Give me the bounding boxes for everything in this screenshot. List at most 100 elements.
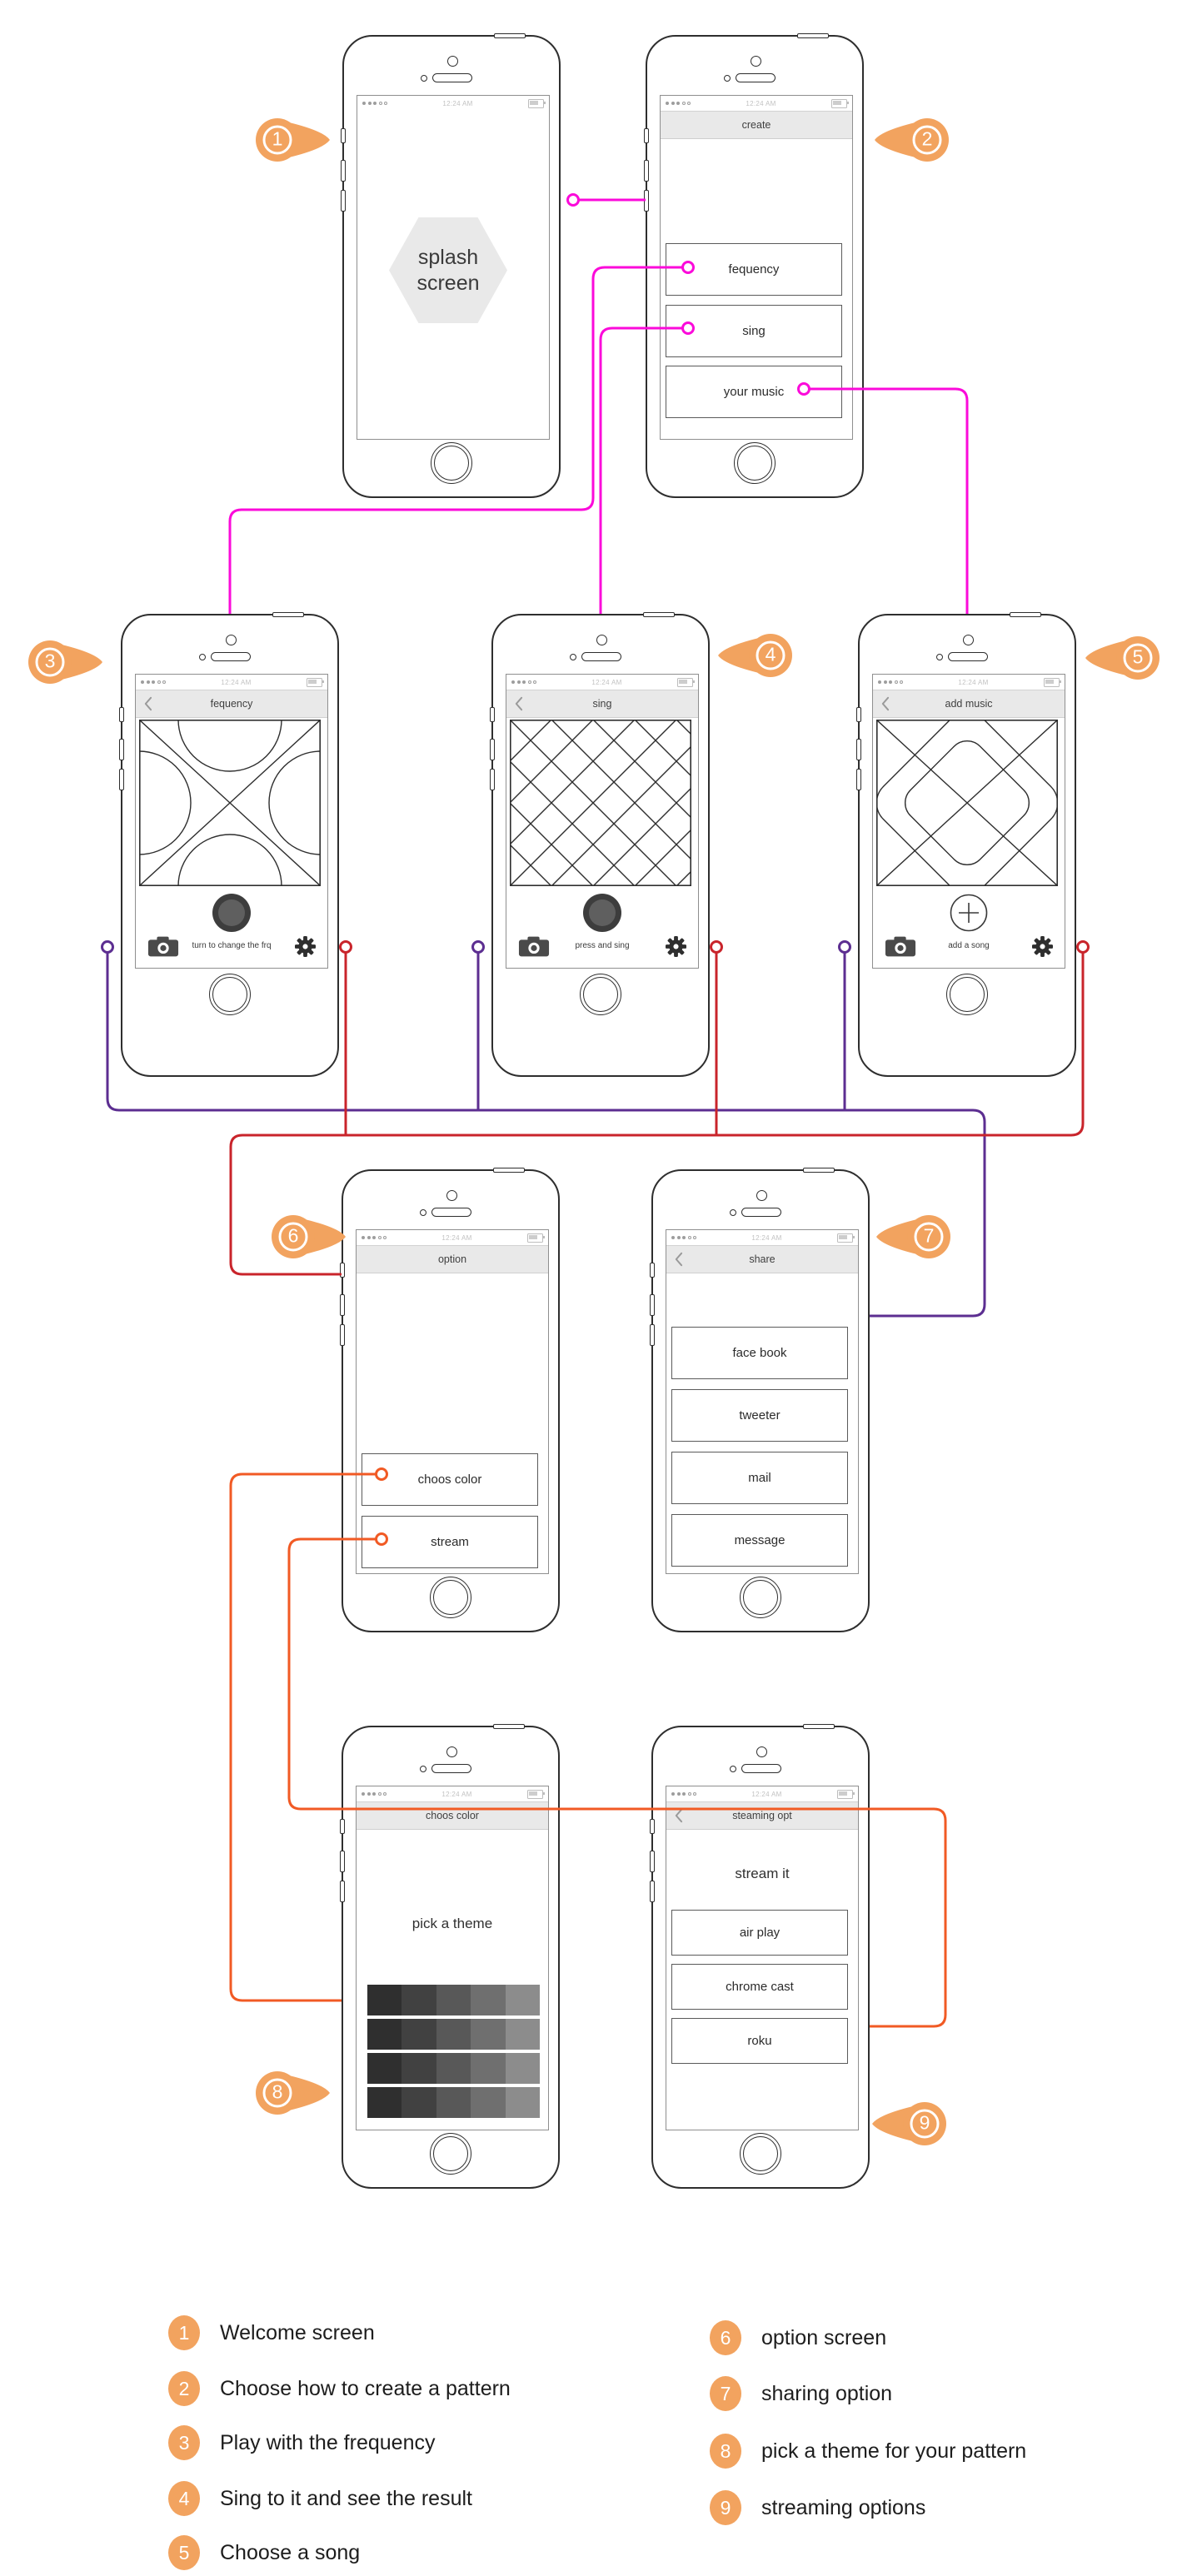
legend-badge-7: 7: [710, 2376, 741, 2411]
swatch-cell[interactable]: [471, 2087, 506, 2118]
swatch-cell[interactable]: [367, 2053, 402, 2084]
sing-button[interactable]: sing: [666, 305, 842, 357]
volume-up-button[interactable]: [341, 160, 346, 182]
volume-down-button[interactable]: [644, 190, 649, 212]
gear-icon[interactable]: [295, 936, 316, 957]
volume-down-button[interactable]: [856, 769, 861, 790]
message-button[interactable]: message: [671, 1514, 848, 1567]
home-button[interactable]: [740, 2133, 781, 2175]
stream-button[interactable]: stream: [362, 1516, 538, 1568]
marker-number: 7: [923, 1224, 935, 1247]
camera-icon[interactable]: [885, 934, 916, 958]
volume-up-button[interactable]: [340, 1851, 345, 1872]
mute-switch[interactable]: [644, 128, 649, 143]
power-button[interactable]: [493, 1168, 525, 1173]
back-chevron-icon[interactable]: [674, 1808, 683, 1823]
swatch-cell[interactable]: [505, 1985, 541, 2015]
swatch-cell[interactable]: [367, 2087, 402, 2118]
marker-number: 1: [272, 127, 283, 150]
volume-down-button[interactable]: [340, 1324, 345, 1346]
volume-down-button[interactable]: [119, 769, 124, 790]
power-button[interactable]: [494, 33, 526, 38]
swatch-cell[interactable]: [505, 2019, 541, 2050]
swatch-cell[interactable]: [436, 1985, 471, 2015]
tweeter-button[interactable]: tweeter: [671, 1389, 848, 1442]
volume-down-button[interactable]: [490, 769, 495, 790]
choos-color-button[interactable]: choos color: [362, 1453, 538, 1506]
back-chevron-icon[interactable]: [143, 696, 152, 711]
volume-up-button[interactable]: [644, 160, 649, 182]
swatch-cell[interactable]: [471, 2019, 506, 2050]
camera-icon[interactable]: [518, 934, 550, 958]
swatch-cell[interactable]: [401, 2087, 436, 2118]
volume-up-button[interactable]: [650, 1851, 655, 1872]
swatch-cell[interactable]: [401, 2053, 436, 2084]
power-button[interactable]: [797, 33, 829, 38]
swatch-cell[interactable]: [401, 1985, 436, 2015]
gear-icon[interactable]: [1032, 936, 1053, 957]
volume-up-button[interactable]: [650, 1294, 655, 1316]
power-button[interactable]: [803, 1724, 835, 1729]
swatch-cell[interactable]: [401, 2019, 436, 2050]
volume-down-button[interactable]: [650, 1324, 655, 1346]
swatch-cell[interactable]: [436, 2087, 471, 2118]
mute-switch[interactable]: [650, 1819, 655, 1834]
swatch-cell[interactable]: [505, 2087, 541, 2118]
home-button[interactable]: [580, 974, 621, 1015]
power-button[interactable]: [1010, 612, 1041, 617]
swatch-cell[interactable]: [367, 2019, 402, 2050]
gear-icon[interactable]: [666, 936, 686, 957]
front-camera-icon: [751, 56, 761, 67]
volume-up-button[interactable]: [340, 1294, 345, 1316]
roku-button[interactable]: roku: [671, 2018, 848, 2064]
home-button[interactable]: [431, 442, 472, 484]
home-button[interactable]: [946, 974, 988, 1015]
swatch-cell[interactable]: [471, 1985, 506, 2015]
power-button[interactable]: [643, 612, 675, 617]
volume-up-button[interactable]: [119, 739, 124, 760]
nav-bar: add music: [873, 690, 1065, 718]
swatch-cell[interactable]: [436, 2019, 471, 2050]
back-chevron-icon[interactable]: [514, 696, 523, 711]
swatch-cell[interactable]: [436, 2053, 471, 2084]
connector-dot: [1076, 940, 1090, 954]
mute-switch[interactable]: [856, 707, 861, 722]
home-button[interactable]: [740, 1577, 781, 1618]
volume-down-button[interactable]: [650, 1881, 655, 1902]
mute-switch[interactable]: [119, 707, 124, 722]
mute-switch[interactable]: [490, 707, 495, 722]
facebook-button[interactable]: face book: [671, 1327, 848, 1379]
home-button[interactable]: [430, 2133, 471, 2175]
mail-button[interactable]: mail: [671, 1452, 848, 1504]
add-song-button[interactable]: [949, 893, 989, 933]
mute-switch[interactable]: [341, 128, 346, 143]
mute-switch[interactable]: [650, 1263, 655, 1278]
power-button[interactable]: [272, 612, 304, 617]
your-music-button[interactable]: your music: [666, 366, 842, 418]
swatch-cell[interactable]: [505, 2053, 541, 2084]
record-button[interactable]: [583, 894, 621, 932]
power-button[interactable]: [803, 1168, 835, 1173]
back-chevron-icon[interactable]: [674, 1252, 683, 1267]
volume-down-button[interactable]: [340, 1881, 345, 1902]
swatch-cell[interactable]: [367, 1985, 402, 2015]
chrome-cast-button[interactable]: chrome cast: [671, 1964, 848, 2010]
facebook-button-label: face book: [732, 1346, 787, 1360]
mute-switch[interactable]: [340, 1819, 345, 1834]
record-button[interactable]: [212, 894, 251, 932]
home-button[interactable]: [209, 974, 251, 1015]
fequency-button[interactable]: fequency: [666, 243, 842, 296]
home-button[interactable]: [734, 442, 776, 484]
power-button[interactable]: [493, 1724, 525, 1729]
mute-switch[interactable]: [340, 1263, 345, 1278]
volume-up-button[interactable]: [856, 739, 861, 760]
volume-down-button[interactable]: [341, 190, 346, 212]
back-chevron-icon[interactable]: [880, 696, 890, 711]
volume-up-button[interactable]: [490, 739, 495, 760]
swatch-cell[interactable]: [471, 2053, 506, 2084]
air-play-button[interactable]: air play: [671, 1910, 848, 1956]
camera-icon[interactable]: [147, 934, 179, 958]
signal-dots-icon: [511, 680, 536, 684]
home-button[interactable]: [430, 1577, 471, 1618]
signal-dots-icon: [362, 1792, 387, 1796]
